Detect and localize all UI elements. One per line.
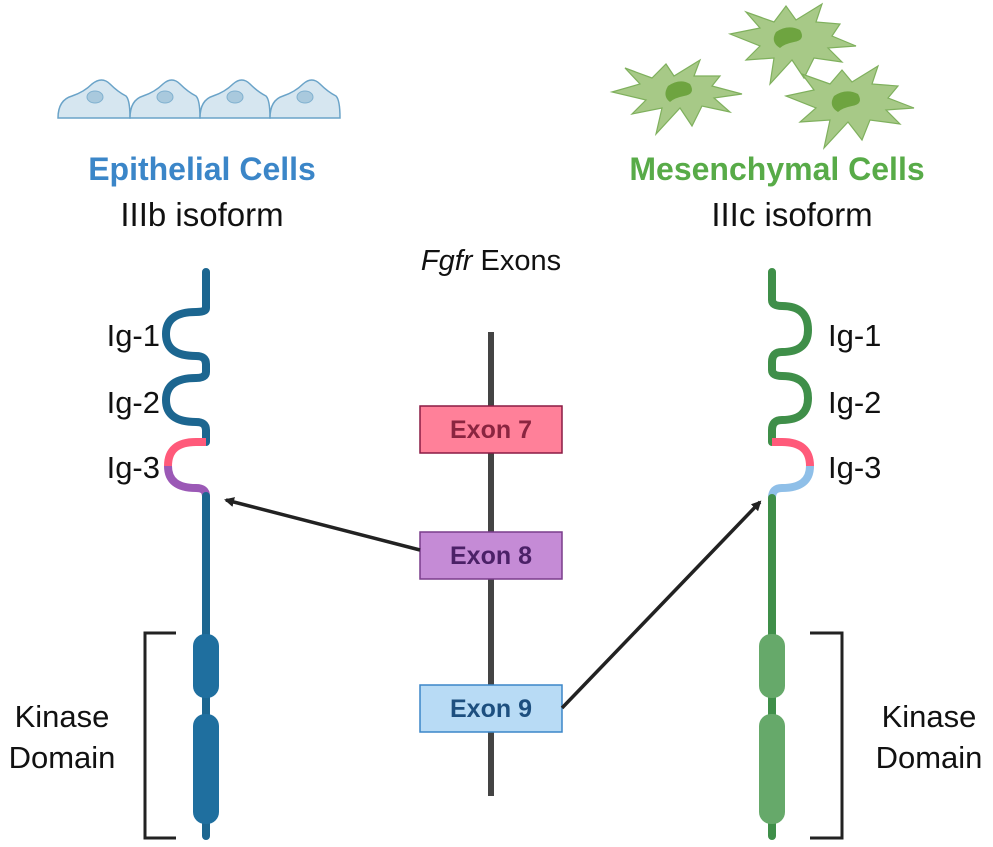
mesenchymal-cell xyxy=(609,58,743,137)
exon9-to-iiic-arrow xyxy=(560,500,762,710)
iiic-ig1-label: Ig-1 xyxy=(828,318,881,353)
epithelial-cell xyxy=(57,79,131,119)
iiic-kinase-lobe-2 xyxy=(759,714,785,824)
mesenchymal-cells-icon xyxy=(609,2,915,151)
iiic-ig3-bottom-segment xyxy=(768,465,814,499)
iiic-kinase-label-line2: Domain xyxy=(876,740,983,775)
iiib-kinase-label-line2: Domain xyxy=(9,740,116,775)
exon-7-label: Exon 7 xyxy=(450,416,532,444)
exon-9-box: Exon 9 xyxy=(419,684,563,733)
iiib-ig1-label: Ig-1 xyxy=(107,318,160,353)
fgfr-exons-title: Fgfr Exons xyxy=(421,245,561,277)
epithelial-cells-title: Epithelial Cells xyxy=(88,151,316,187)
iiib-ig1-ig2-segment xyxy=(161,268,210,446)
mesenchymal-cells-title: Mesenchymal Cells xyxy=(629,151,924,187)
epithelial-cell xyxy=(129,79,201,119)
exon-8-label: Exon 8 xyxy=(450,542,532,570)
iiic-kinase-bracket xyxy=(810,631,844,840)
iiib-kinase-lobe-1 xyxy=(193,634,219,698)
exon-9-label: Exon 9 xyxy=(450,695,532,723)
iiic-ig3-top-segment xyxy=(772,438,814,467)
iiib-ig2-label: Ig-2 xyxy=(107,385,160,420)
iiib-kinase-lobe-2 xyxy=(193,714,219,824)
mesenchymal-cell xyxy=(727,2,857,86)
exon-7-box: Exon 7 xyxy=(419,405,563,454)
iiic-kinase-lobe-1 xyxy=(759,634,785,698)
epithelial-cell xyxy=(269,79,341,119)
epithelial-cell xyxy=(199,79,271,119)
iiib-ig3-label: Ig-3 xyxy=(107,450,160,485)
fgfr-gene-name: Fgfr xyxy=(421,245,474,277)
iiic-ig3-label: Ig-3 xyxy=(828,450,881,485)
iiib-kinase-label-line1: Kinase xyxy=(15,699,110,734)
mesenchymal-cell xyxy=(783,64,915,151)
iiib-isoform-label: IIIb isoform xyxy=(120,196,283,233)
iiib-ig3-bottom-segment xyxy=(164,465,210,497)
iiic-ig2-label: Ig-2 xyxy=(828,385,881,420)
exons-word: Exons xyxy=(472,245,561,277)
exon8-to-iiib-arrow xyxy=(224,497,421,552)
exon-8-box: Exon 8 xyxy=(419,531,563,580)
iiib-ig3-top-segment xyxy=(164,438,206,467)
iiic-ig1-ig2-segment xyxy=(768,268,813,446)
iiic-isoform-label: IIIc isoform xyxy=(711,196,872,233)
iiic-kinase-label-line1: Kinase xyxy=(882,699,977,734)
iiib-kinase-bracket xyxy=(143,631,176,840)
epithelial-cells-icon xyxy=(57,79,341,119)
